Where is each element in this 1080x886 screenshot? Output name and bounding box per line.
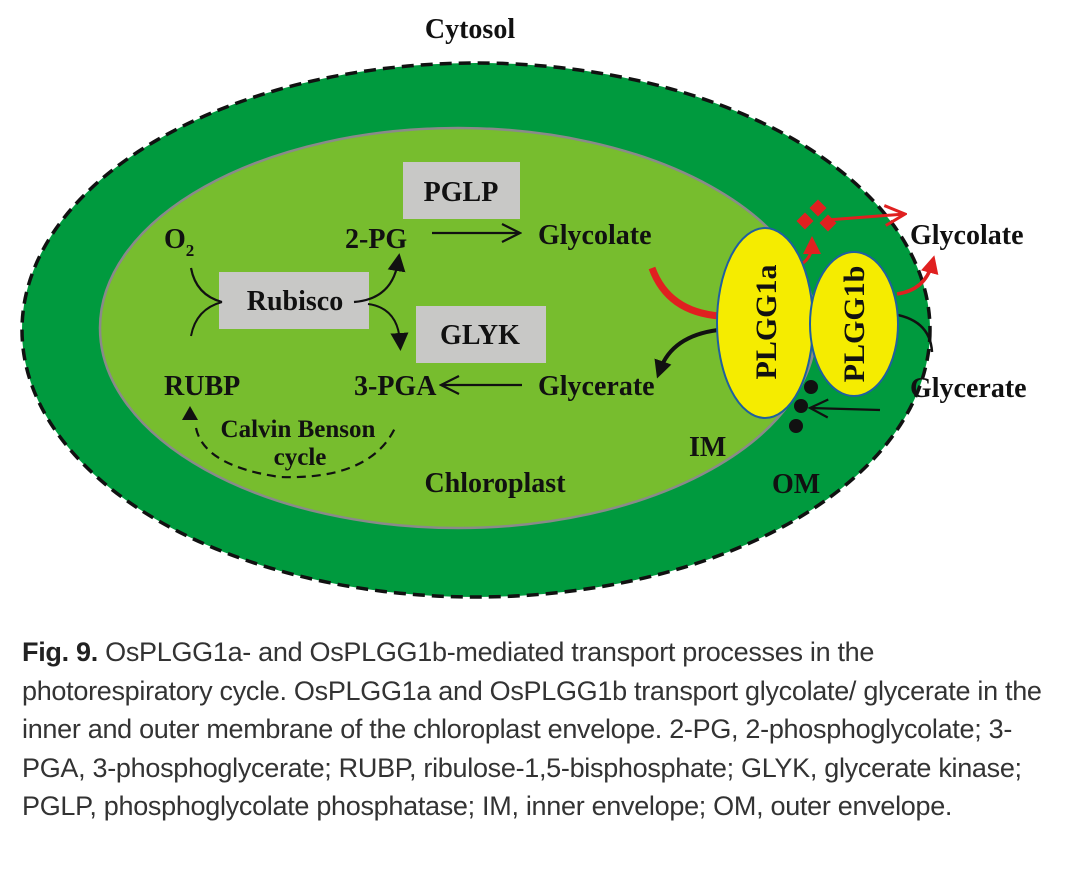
glycolate-stroma-label: Glycolate bbox=[538, 220, 652, 251]
pglp-box bbox=[403, 162, 520, 219]
rubp-to-rubisco-arc bbox=[190, 301, 223, 337]
calvin-cycle-label-line2: cycle bbox=[274, 444, 327, 471]
cytosol-to-ims-glycerate-arrow bbox=[810, 408, 881, 410]
ims-to-cytosol-glycolate-arrow bbox=[826, 214, 905, 220]
glycerate-molecule bbox=[804, 380, 818, 394]
rubisco-label: Rubisco bbox=[247, 286, 343, 317]
plgg1a-to-glycerate-arrow bbox=[654, 328, 719, 379]
rubisco-box bbox=[219, 272, 369, 329]
glyk-box bbox=[416, 306, 546, 363]
glyk-label: GLYK bbox=[440, 320, 520, 351]
3-pga-label: 3-PGA bbox=[354, 371, 437, 402]
glycerate-molecule bbox=[789, 419, 803, 433]
o2-label: O2 bbox=[164, 224, 194, 260]
glycolate-molecule bbox=[796, 212, 814, 230]
calvin-cycle-loop bbox=[194, 427, 396, 479]
figure-caption-text: OsPLGG1a- and OsPLGG1b-mediated transpor… bbox=[22, 637, 1042, 821]
rubp-label: RUBP bbox=[164, 371, 240, 402]
rubisco-to-2pg-arc bbox=[353, 253, 406, 304]
chloroplast-label: Chloroplast bbox=[424, 468, 566, 499]
om-label: OM bbox=[772, 469, 820, 500]
figure-label: Fig. 9. bbox=[22, 637, 98, 667]
figure-caption: Fig. 9. OsPLGG1a- and OsPLGG1b-mediated … bbox=[22, 633, 1067, 826]
glycolate-molecules bbox=[796, 199, 837, 232]
plgg1a-label: PLGG1a bbox=[750, 264, 783, 379]
rubisco-to-3pga-arc bbox=[367, 303, 409, 351]
plgg1b-label: PLGG1b bbox=[838, 266, 871, 383]
glycolate-into-plgg1a-arrow bbox=[648, 266, 721, 320]
o2-to-rubisco-arc bbox=[189, 267, 223, 304]
plgg1b-transporter bbox=[809, 251, 899, 397]
glycerate-molecule bbox=[794, 399, 808, 413]
calvin-cycle-label-line1: Calvin Benson bbox=[221, 416, 376, 443]
cytosol-label: Cytosol bbox=[425, 14, 515, 45]
glycerate-stroma-label: Glycerate bbox=[538, 371, 655, 402]
glycerate-cytosol-label: Glycerate bbox=[910, 373, 1027, 404]
im-label: IM bbox=[689, 432, 726, 463]
glycolate-cytosol-label: Glycolate bbox=[910, 220, 1024, 251]
pglp-label: PGLP bbox=[424, 177, 499, 208]
glycolate-molecule bbox=[819, 214, 837, 232]
chloroplast-diagram: Cytosol PGLP Rubisco GLYK O2 2-PG Glycol… bbox=[20, 14, 1027, 599]
glycolate-molecule bbox=[809, 199, 827, 217]
calvin-cycle-arrow-icon bbox=[182, 406, 198, 420]
plgg1b-to-cytosol-glycolate-arrow bbox=[896, 255, 939, 296]
glycerate-molecules bbox=[789, 380, 818, 433]
2-pg-label: 2-PG bbox=[345, 224, 407, 255]
